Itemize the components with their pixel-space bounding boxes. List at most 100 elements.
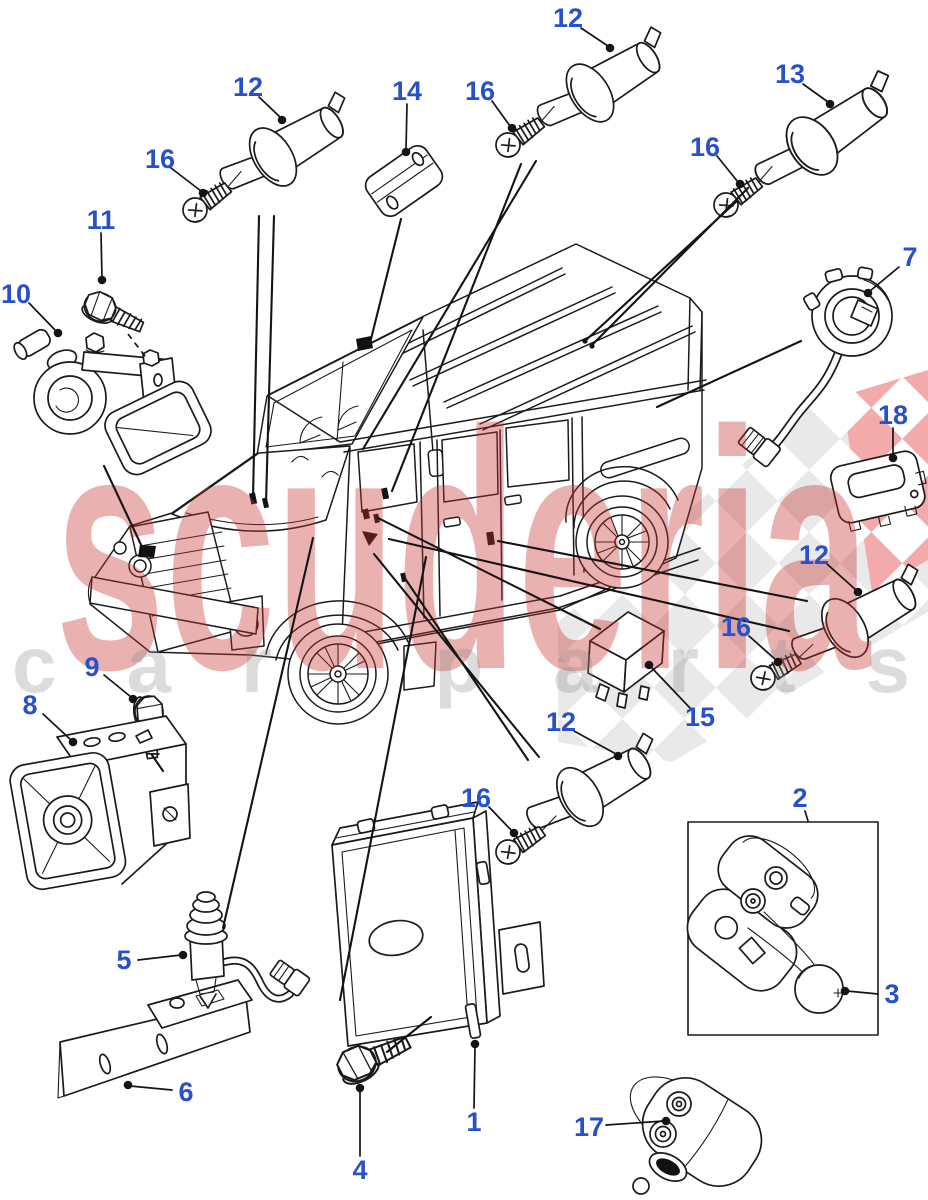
dashed-assembly-line bbox=[127, 333, 149, 361]
part-5-bonnet-switch bbox=[147, 891, 311, 1029]
part-12-door-switch-b bbox=[525, 15, 686, 151]
callout-dot bbox=[355, 1083, 365, 1093]
callout-leader-line bbox=[129, 1085, 173, 1091]
part-label-11: 11 bbox=[87, 205, 116, 235]
part-label-16: 16 bbox=[145, 144, 175, 174]
callout-dot bbox=[853, 587, 863, 597]
part-2-remote-kit bbox=[686, 821, 879, 1036]
part-label-16: 16 bbox=[721, 612, 751, 642]
part-label-12: 12 bbox=[546, 707, 576, 737]
part-3-battery bbox=[794, 964, 844, 1014]
projection-line bbox=[390, 162, 523, 493]
part-label-1: 1 bbox=[466, 1107, 481, 1137]
part-label-5: 5 bbox=[116, 945, 131, 975]
callout-dot bbox=[840, 986, 850, 996]
illustration-layer bbox=[9, 15, 928, 1195]
part-13-door-switch-long bbox=[741, 58, 916, 210]
part-label-16: 16 bbox=[461, 783, 491, 813]
watermark-title: scuderia bbox=[55, 361, 871, 741]
projection-line bbox=[338, 555, 428, 1002]
part-label-12: 12 bbox=[553, 3, 583, 33]
part-label-7: 7 bbox=[902, 242, 917, 272]
callout-leader-line bbox=[258, 96, 281, 118]
projection-lines bbox=[102, 159, 809, 1054]
part-label-10: 10 bbox=[1, 279, 31, 309]
rear-wheel bbox=[575, 495, 669, 589]
part-label-8: 8 bbox=[22, 690, 37, 720]
callout-dot bbox=[735, 179, 745, 189]
part-14-plate bbox=[364, 144, 444, 218]
part-11-bolt bbox=[78, 287, 149, 340]
projection-line bbox=[102, 464, 146, 553]
projection-line bbox=[264, 214, 276, 505]
callout-leader-line bbox=[846, 990, 879, 995]
callout-dot bbox=[888, 453, 898, 463]
callout-leader-line bbox=[170, 167, 202, 192]
callout-leader-line bbox=[826, 563, 857, 591]
callout-dot bbox=[863, 288, 873, 298]
part-label-4: 4 bbox=[352, 1155, 367, 1185]
part-7-rotary-coupler bbox=[737, 266, 893, 468]
callout-leader-line bbox=[605, 1120, 665, 1126]
projection-line bbox=[251, 214, 261, 500]
callout-dot bbox=[53, 328, 63, 338]
part-15-relay bbox=[587, 611, 665, 709]
front-wheel bbox=[287, 623, 389, 725]
part-label-17: 17 bbox=[574, 1112, 604, 1142]
projection-line bbox=[385, 1015, 433, 1054]
projection-line bbox=[221, 536, 315, 930]
projection-line bbox=[376, 516, 602, 631]
callout-dot bbox=[470, 1039, 480, 1049]
projection-line bbox=[367, 217, 403, 349]
callout-leader-line bbox=[716, 155, 739, 183]
part-1-alarm-ecu bbox=[331, 801, 545, 1047]
part-17-smart-key bbox=[629, 1076, 763, 1195]
callout-leader-line bbox=[573, 730, 617, 755]
projection-line bbox=[402, 575, 530, 762]
projection-line bbox=[150, 753, 165, 773]
part-label-9: 9 bbox=[84, 652, 99, 682]
callout-leader-line bbox=[491, 100, 511, 127]
part-label-18: 18 bbox=[878, 400, 908, 430]
callout-leader-line bbox=[28, 302, 57, 332]
callout-dot bbox=[178, 950, 188, 960]
callout-dot bbox=[128, 694, 138, 704]
part-label-12: 12 bbox=[233, 72, 263, 102]
callout-dot bbox=[509, 828, 519, 838]
part-label-6: 6 bbox=[178, 1077, 193, 1107]
part-label-14: 14 bbox=[392, 76, 422, 106]
part-label-16: 16 bbox=[465, 76, 495, 106]
callout-dot bbox=[773, 657, 783, 667]
part-label-3: 3 bbox=[884, 979, 899, 1009]
callout-leader-line bbox=[137, 954, 182, 961]
part-label-13: 13 bbox=[775, 59, 805, 89]
projection-line bbox=[583, 199, 739, 343]
callout-leader-line bbox=[473, 1045, 476, 1109]
callout-dot bbox=[825, 99, 835, 109]
callout-dot bbox=[198, 188, 208, 198]
callout-dot bbox=[401, 147, 411, 157]
callout-leader-line bbox=[42, 713, 72, 741]
projection-line bbox=[655, 339, 803, 409]
projection-line bbox=[496, 539, 809, 603]
part-label-12: 12 bbox=[799, 540, 829, 570]
vehicle-defender-illustration bbox=[87, 243, 707, 725]
projection-line bbox=[387, 537, 791, 633]
callout-dot bbox=[68, 737, 78, 747]
watermark-text: scuderia car parts bbox=[12, 361, 910, 741]
callout-leader-line bbox=[869, 266, 900, 292]
callout-dot bbox=[605, 43, 615, 53]
callout-leader-line bbox=[802, 83, 829, 103]
callout-dot bbox=[644, 660, 654, 670]
callout-leader-line bbox=[748, 635, 777, 661]
callout-leader-line bbox=[103, 674, 132, 698]
part-8-siren bbox=[9, 715, 191, 891]
projection-line bbox=[361, 159, 538, 451]
callout-leader-line bbox=[650, 666, 691, 709]
callout-dot bbox=[661, 1116, 671, 1126]
callout-leader-line bbox=[100, 232, 103, 279]
callout-dot bbox=[123, 1080, 133, 1090]
callout-leader-line bbox=[488, 806, 513, 832]
